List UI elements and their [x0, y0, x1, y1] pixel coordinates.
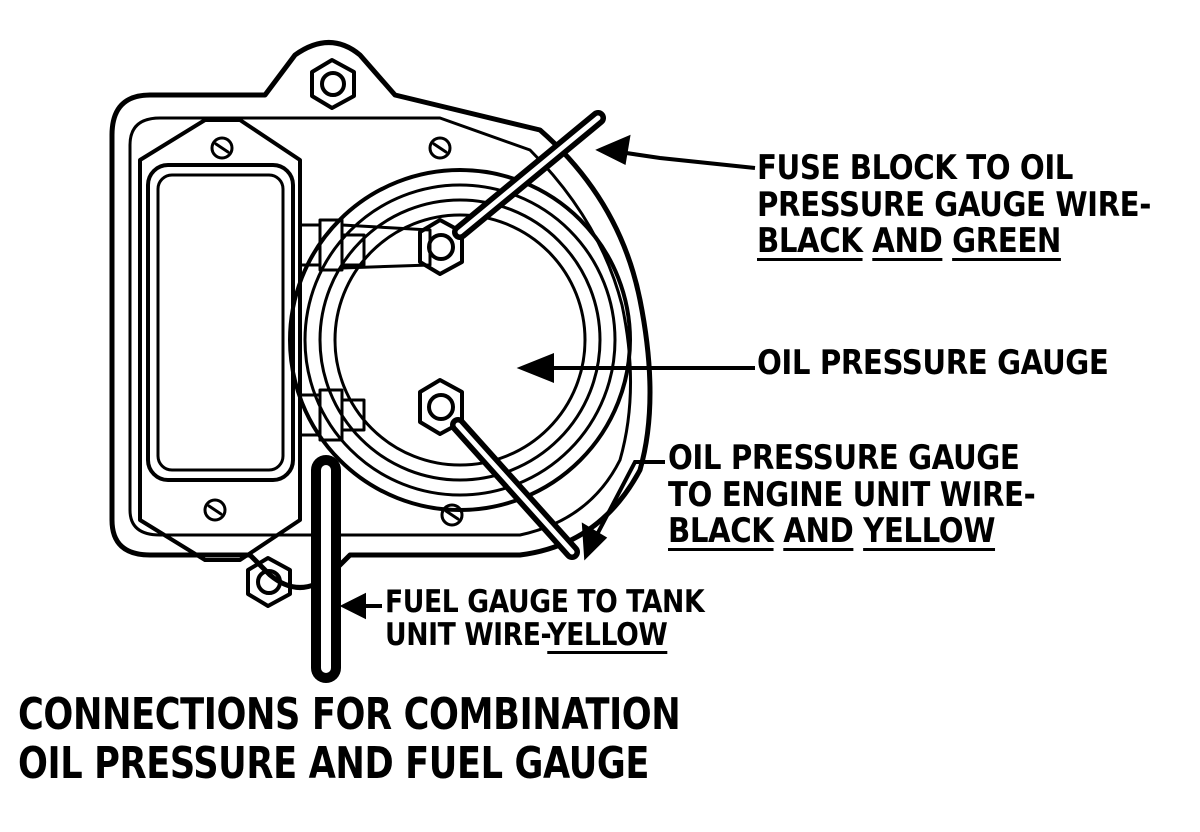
diagram-caption: CONNECTIONS FOR COMBINATION OIL PRESSURE… — [18, 689, 681, 790]
fuel-label-prefix: UNIT WIRE- — [385, 617, 548, 654]
color-yellow: YELLOW — [863, 511, 996, 552]
color-and: AND — [872, 221, 943, 262]
color-black: BLACK — [757, 221, 863, 262]
gauge-terminal-nuts — [418, 218, 464, 436]
engine-label-line2: TO ENGINE UNIT WIRE- — [668, 474, 1036, 515]
fuel-gauge-window — [146, 163, 295, 482]
engine-label-line1: OIL PRESSURE GAUGE — [668, 438, 1020, 478]
caption-line2: OIL PRESSURE AND FUEL GAUGE — [18, 738, 650, 790]
fuel-gauge-plate — [138, 118, 302, 562]
oil-pressure-gauge-label: OIL PRESSURE GAUGE — [757, 343, 1109, 383]
wires — [311, 110, 606, 683]
mounting-screws — [203, 136, 464, 527]
oil-gauge-label-text: OIL PRESSURE GAUGE — [757, 343, 1109, 383]
color-and: AND — [783, 511, 854, 552]
fuse-label-colors: BLACK AND GREEN — [757, 223, 1151, 260]
fuse-label-line2: PRESSURE GAUGE WIRE- — [757, 184, 1151, 225]
fuse-label-line1: FUSE BLOCK TO OIL — [757, 148, 1074, 188]
engine-unit-wire-label: OIL PRESSURE GAUGE TO ENGINE UNIT WIRE- … — [668, 438, 1036, 550]
fuel-tank-wire-label: FUEL GAUGE TO TANK UNIT WIRE-YELLOW — [385, 584, 705, 653]
caption-line1: CONNECTIONS FOR COMBINATION — [18, 689, 681, 740]
fuse-block-wire-label: FUSE BLOCK TO OIL PRESSURE GAUGE WIRE- B… — [757, 150, 1151, 260]
engine-label-colors: BLACK AND YELLOW — [668, 513, 1035, 550]
mounting-nuts — [246, 58, 356, 608]
color-green: GREEN — [952, 221, 1061, 262]
fuel-label-line2: UNIT WIRE-YELLOW — [385, 619, 704, 652]
leader-lines — [339, 134, 756, 620]
fuel-label-line1: FUEL GAUGE TO TANK — [385, 584, 705, 620]
color-yellow: YELLOW — [547, 617, 668, 654]
color-black: BLACK — [668, 511, 774, 552]
gauge-housing-outline — [109, 40, 653, 590]
